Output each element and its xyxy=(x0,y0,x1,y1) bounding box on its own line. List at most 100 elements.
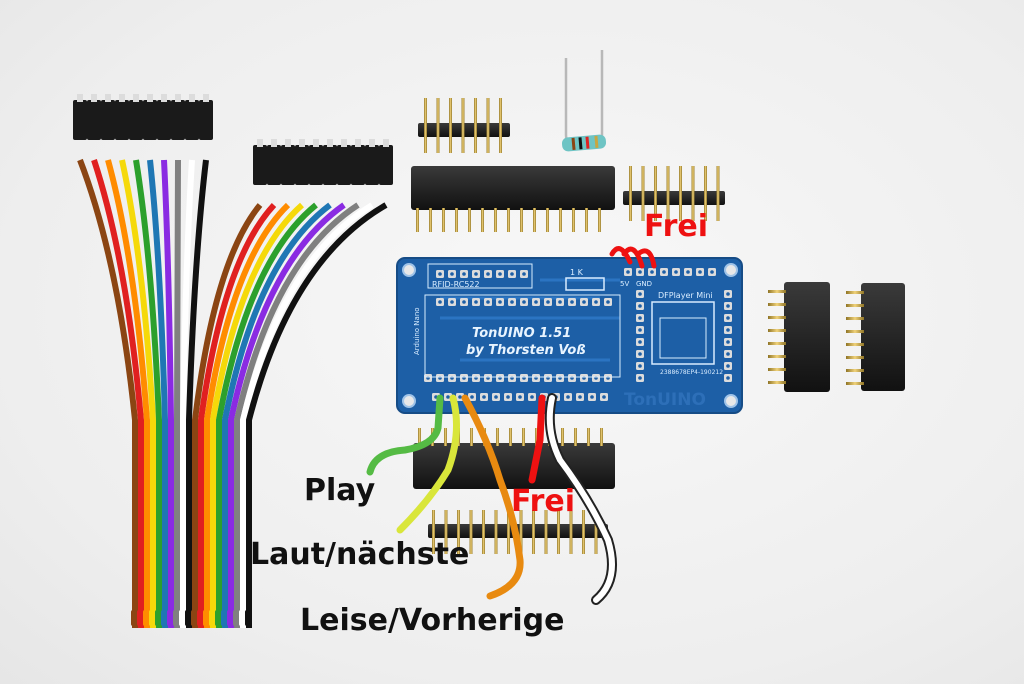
pin-header-top-small xyxy=(418,98,510,153)
female-header-right-1 xyxy=(768,282,830,392)
header-pin xyxy=(768,303,786,306)
header-pin xyxy=(587,428,590,446)
play-wire-stroke xyxy=(366,394,444,476)
header-pin xyxy=(494,208,497,232)
ribbon-wire xyxy=(210,202,304,628)
dupont-connector xyxy=(157,100,171,140)
header-pin xyxy=(594,510,598,554)
dupont-connector xyxy=(253,145,267,185)
dupont-connector xyxy=(337,145,351,185)
header-pin xyxy=(507,510,510,554)
header-pin xyxy=(486,98,490,153)
header-pin xyxy=(532,510,535,554)
header-pin xyxy=(494,510,498,554)
ribbon-wire xyxy=(174,159,181,628)
dupont-connector xyxy=(309,145,323,185)
header-pin xyxy=(691,166,695,221)
header-pin xyxy=(582,510,585,554)
dupont-connector xyxy=(351,145,365,185)
pcb-label-5v: 5V xyxy=(620,280,629,288)
header-pin xyxy=(424,98,427,153)
header-pin xyxy=(574,428,577,446)
label-leise-vorherige: Leise/Vorherige xyxy=(300,603,565,638)
frei-top-stroke-2 xyxy=(621,246,645,269)
header-pin xyxy=(436,98,440,153)
ribbon-wire xyxy=(228,202,346,628)
header-pin xyxy=(461,98,465,153)
header-pin xyxy=(846,317,864,320)
laut-wire-stroke xyxy=(396,394,460,534)
leise-wire-stroke xyxy=(461,394,524,600)
header-pin xyxy=(768,342,786,345)
dupont-connector xyxy=(143,100,157,140)
ribbon-wire xyxy=(222,202,332,628)
ribbon-wire xyxy=(216,202,318,628)
ribbon-wire xyxy=(234,202,360,628)
dupont-connector xyxy=(379,145,393,185)
header-pin xyxy=(509,428,512,446)
header-pin xyxy=(846,382,864,385)
header-pin xyxy=(654,166,657,221)
header-pin xyxy=(716,166,720,221)
header-pin xyxy=(846,343,864,346)
ribbon-wire xyxy=(77,158,138,628)
ribbon-wire xyxy=(91,159,144,628)
header-pin xyxy=(544,510,548,554)
dupont-connector xyxy=(185,100,199,140)
header-pin xyxy=(444,510,448,554)
ribbon-wire xyxy=(180,159,195,628)
ribbon-wire xyxy=(204,202,291,628)
header-pin xyxy=(557,510,560,554)
header-pin xyxy=(499,98,502,153)
dupont-connector xyxy=(365,145,379,185)
header-pin xyxy=(418,428,421,446)
header-pin xyxy=(482,510,485,554)
ribbon-wire xyxy=(147,159,168,628)
header-pin xyxy=(768,290,786,293)
header-pin xyxy=(481,208,484,232)
ribbon-wire xyxy=(192,203,263,628)
dupont-connector xyxy=(281,145,295,185)
header-pin xyxy=(846,304,864,307)
tonuino-pcb: RFID-RC522 1 K DFPlayer Mini 2388678EP4-… xyxy=(396,257,743,414)
pcb-label-rfid: RFID-RC522 xyxy=(432,280,480,289)
header-pin xyxy=(679,166,682,221)
frei-top-stroke-1 xyxy=(609,246,633,265)
label-laut-naechste: Laut/nächste xyxy=(250,537,469,572)
header-pin xyxy=(469,510,473,554)
header-pin xyxy=(768,316,786,319)
ribbon-wire xyxy=(198,202,277,628)
header-pin xyxy=(600,428,603,446)
header-pin xyxy=(768,355,786,358)
header-pin xyxy=(470,428,473,446)
header-pin xyxy=(585,208,588,232)
header-pin xyxy=(546,208,549,232)
header-pin xyxy=(846,330,864,333)
header-pin xyxy=(429,208,432,232)
header-pin xyxy=(629,166,632,221)
pcb-title-line2: by Thorsten Voß xyxy=(466,343,586,358)
header-pin xyxy=(474,98,477,153)
header-pin xyxy=(846,356,864,359)
dupont-connector xyxy=(73,100,87,140)
dupont-connector xyxy=(129,100,143,140)
pcb-brand: TonUINO xyxy=(624,390,706,410)
ribbon-wire xyxy=(186,159,209,628)
header-pin xyxy=(561,428,564,446)
female-header-right-2 xyxy=(846,283,905,391)
pin-header-top-right xyxy=(623,166,725,221)
ribbon-wire xyxy=(161,159,174,628)
header-pin xyxy=(768,381,786,384)
frei-bottom-stroke xyxy=(528,394,546,484)
header-pin xyxy=(444,428,447,446)
dupont-connector xyxy=(323,145,337,185)
resistor xyxy=(561,50,607,152)
header-pin xyxy=(846,369,864,372)
label-play: Play xyxy=(304,473,376,508)
header-pin xyxy=(522,428,525,446)
header-pin xyxy=(468,208,471,232)
header-pin xyxy=(768,368,786,371)
ribbon-wire xyxy=(240,202,374,628)
